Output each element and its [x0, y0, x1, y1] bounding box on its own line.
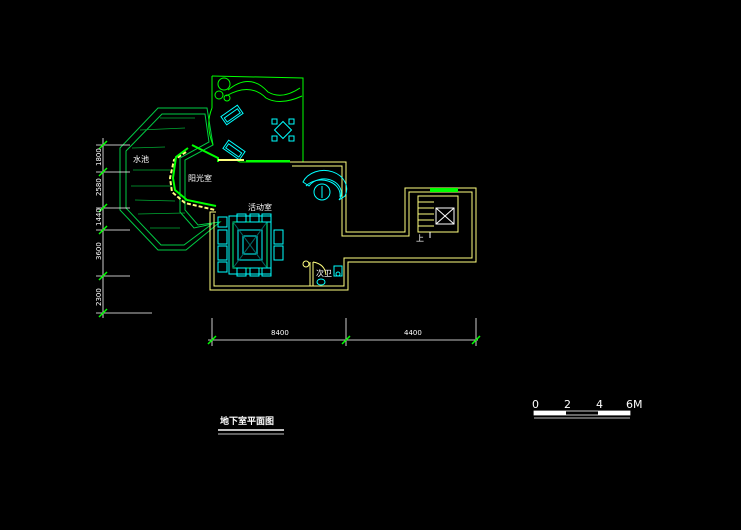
- dim-h-1: 8400: [271, 329, 289, 337]
- horizontal-dim-labels: 8400 4400: [271, 329, 422, 337]
- scale-tick-2: 2: [564, 398, 571, 411]
- horizontal-dimensions: [207, 318, 481, 346]
- scale-bar: 0 2 4 6M: [532, 398, 643, 419]
- dim-v-1: 1800: [95, 148, 103, 166]
- dim-v-3: 1440: [95, 208, 103, 226]
- walls: [209, 161, 477, 291]
- scale-tick-4: 4: [596, 398, 603, 411]
- stair-up-label: 上: [416, 234, 424, 243]
- room-label-sunroom: 阳光室: [188, 173, 212, 183]
- vertical-dim-labels: 1800 2580 1440 3600 2300: [95, 148, 103, 306]
- terrace: [208, 75, 304, 163]
- dim-v-2: 2580: [95, 178, 103, 196]
- room-label-toilet: 次卫: [316, 268, 332, 278]
- room-label-pool: 水池: [133, 154, 149, 164]
- curved-sofa: [302, 169, 348, 201]
- pool: [119, 107, 222, 251]
- drawing-title-block: 地下室平面图: [218, 415, 284, 435]
- stair: [417, 188, 459, 238]
- scale-tick-0: 0: [532, 398, 539, 411]
- sunroom-glazing: [168, 144, 290, 211]
- room-labels: 水池 阳光室 活动室 次卫 上: [133, 154, 424, 278]
- dim-h-2: 4400: [404, 329, 422, 337]
- room-label-activity: 活动室: [248, 202, 272, 212]
- drawing-title: 地下室平面图: [220, 415, 274, 427]
- vertical-dimensions: [96, 138, 152, 318]
- dim-v-5: 2300: [95, 288, 103, 306]
- scale-tick-6: 6M: [626, 398, 643, 411]
- dim-v-4: 3600: [95, 242, 103, 260]
- terrace-furniture: [220, 104, 295, 161]
- activity-furniture: [217, 213, 284, 277]
- toilet-fixtures: [302, 260, 343, 286]
